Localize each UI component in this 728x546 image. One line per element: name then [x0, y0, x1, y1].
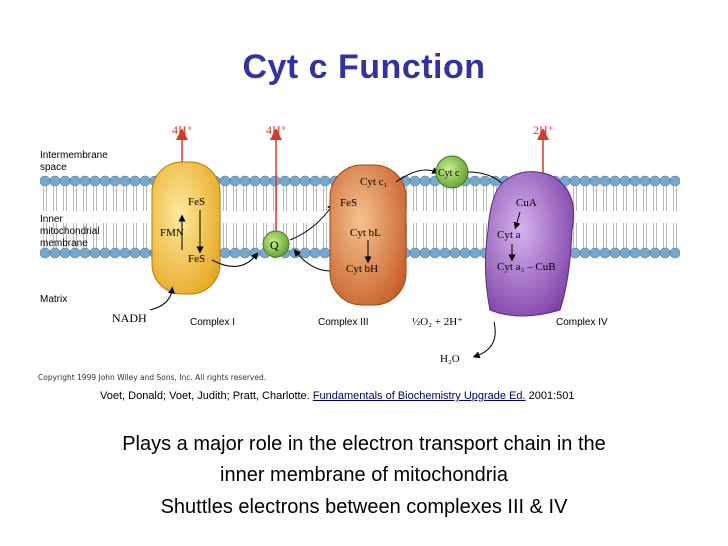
copyright-text: Copyright 1999 John Wiley and Sons, Inc.… — [38, 373, 267, 382]
electron-transport-diagram: Intermembrane space Inner mitochondrial … — [40, 123, 680, 365]
inner-membrane-label-2: mitochondrial — [40, 226, 99, 237]
citation: Voet, Donald; Voet, Judith; Pratt, Charl… — [100, 390, 575, 402]
q-label: Q — [270, 238, 279, 252]
complex-iv-cyta3: Cyt a₃ – CuB — [497, 261, 556, 273]
proton-label-3: 2H⁺ — [533, 123, 554, 137]
complex-iii-shape — [329, 164, 407, 306]
q-circle — [262, 230, 290, 258]
complex-iv-shape — [484, 171, 575, 317]
complex-iii-label: Complex III — [318, 317, 369, 328]
matrix-label: Matrix — [40, 294, 67, 305]
water-label: H₂O — [440, 353, 460, 365]
intermembrane-label-2: space — [40, 162, 67, 173]
complex-iii-cytbh: Cyt bH — [346, 263, 378, 275]
body-line-1: Plays a major role in the electron trans… — [122, 433, 606, 455]
nadh-arrow — [149, 286, 176, 311]
complex-iv-arrow-1 — [513, 211, 521, 230]
complex-i-fes-bottom: FeS — [188, 253, 205, 265]
complex-i-fmn: FMN — [160, 227, 184, 239]
complex-iv-cua: CuA — [516, 197, 537, 209]
oxygen-label: ½O₂ + 2H⁺ — [412, 316, 463, 328]
q-to-complex-iii-arrow — [289, 203, 335, 241]
complex-i-label: Complex I — [190, 317, 235, 328]
body-line-3: Shuttles electrons between complexes III… — [160, 496, 568, 518]
body-line-2: inner membrane of mitochondria — [220, 464, 508, 486]
complex-i-fes-top: FeS — [188, 196, 205, 208]
inner-membrane-label: Inner — [40, 214, 63, 225]
proton-label-2: 4H⁺ — [266, 123, 287, 137]
inner-membrane-label-3: membrane — [40, 238, 88, 249]
complex-iii-cytbl: Cyt bL — [350, 227, 381, 239]
page-title: Cyt c Function — [242, 48, 486, 86]
oxygen-to-water-arrow — [472, 321, 496, 359]
citation-authors: Voet, Donald; Voet, Judith; Pratt, Charl… — [100, 390, 310, 402]
citation-book-link[interactable]: Fundamentals of Biochemistry Upgrade Ed. — [312, 390, 526, 402]
complex-iv-label: Complex IV — [556, 317, 608, 328]
complex-iii-cytc1: Cyt c₁ — [360, 176, 388, 188]
intermembrane-label: Intermembrane — [40, 150, 108, 161]
cytc-label: Cyt c — [438, 168, 460, 179]
complex-iii-to-cytc-arrow — [395, 167, 440, 183]
fes-to-q-arrow — [211, 252, 259, 267]
complex-i-shape — [151, 161, 221, 295]
citation-pages: 2001:501 — [528, 390, 575, 402]
complex-iv-cyta: Cyt a — [497, 229, 521, 241]
proton-label-1: 4H⁺ — [172, 123, 193, 137]
complex-iii-fes: FeS — [340, 197, 357, 209]
nadh-label: NADH — [112, 311, 147, 325]
